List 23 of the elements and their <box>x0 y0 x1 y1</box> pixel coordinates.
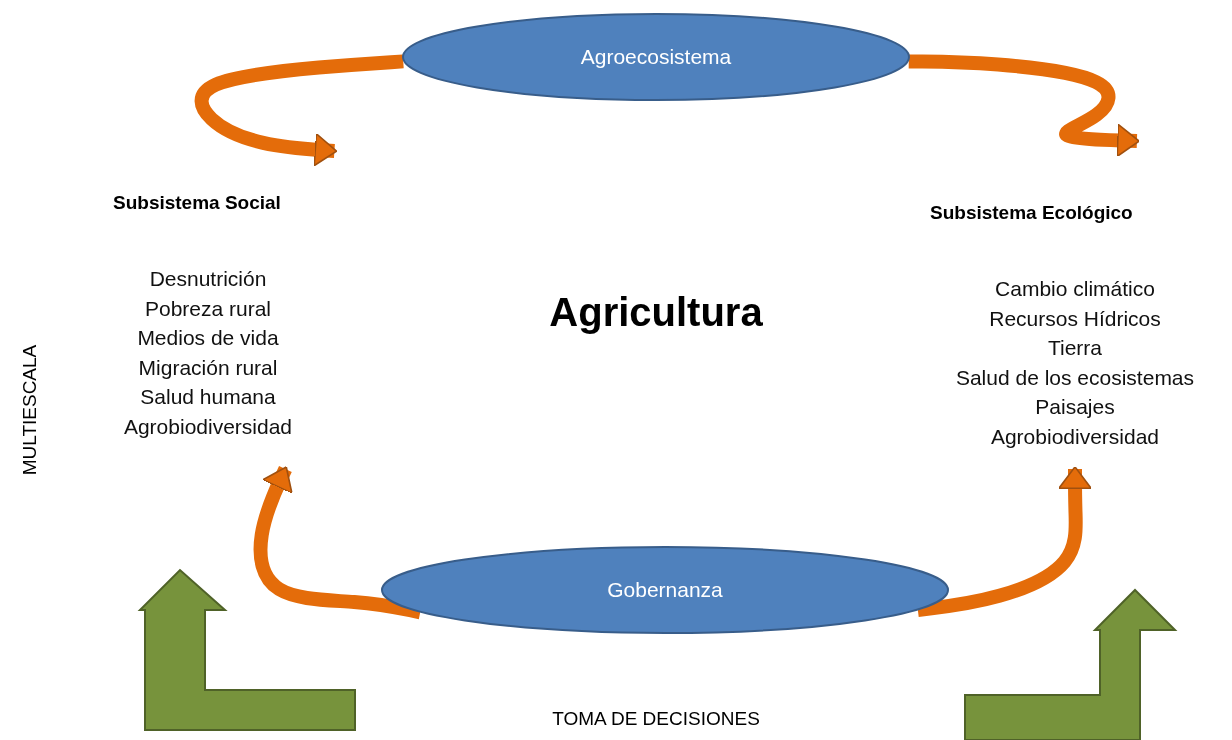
list-item: Migración rural <box>137 355 279 380</box>
list-item: Salud de los ecosistemas <box>954 365 1196 390</box>
subsystem-heading: Subsistema Social <box>113 192 281 214</box>
list-item: Paisajes <box>1034 395 1116 419</box>
list-item: Tierra <box>1046 336 1104 360</box>
list-item: Desnutrición <box>148 267 268 291</box>
node-label: Gobernanza <box>607 578 723 602</box>
curved-arrow <box>194 54 404 167</box>
list-item: Salud humana <box>139 385 277 409</box>
subsystem-heading: Subsistema Ecológico <box>930 202 1133 224</box>
bottom-label: TOMA DE DECISIONES <box>552 708 760 730</box>
curved-arrow <box>253 466 422 620</box>
list-item: Cambio climático <box>994 277 1156 301</box>
curved-arrow <box>917 466 1092 617</box>
axis-label: MULTIESCALA <box>19 344 41 476</box>
list-item: Agrobiodiversidad <box>122 414 294 439</box>
center-title: Agricultura <box>549 290 763 335</box>
node-label: Agroecosistema <box>580 45 732 69</box>
list-item: Agrobiodiversidad <box>989 424 1161 449</box>
list-item: Medios de vida <box>136 326 280 350</box>
curved-arrow <box>908 54 1140 158</box>
list-item: Recursos Hídricos <box>988 306 1162 331</box>
list-item: Pobreza rural <box>143 296 273 321</box>
